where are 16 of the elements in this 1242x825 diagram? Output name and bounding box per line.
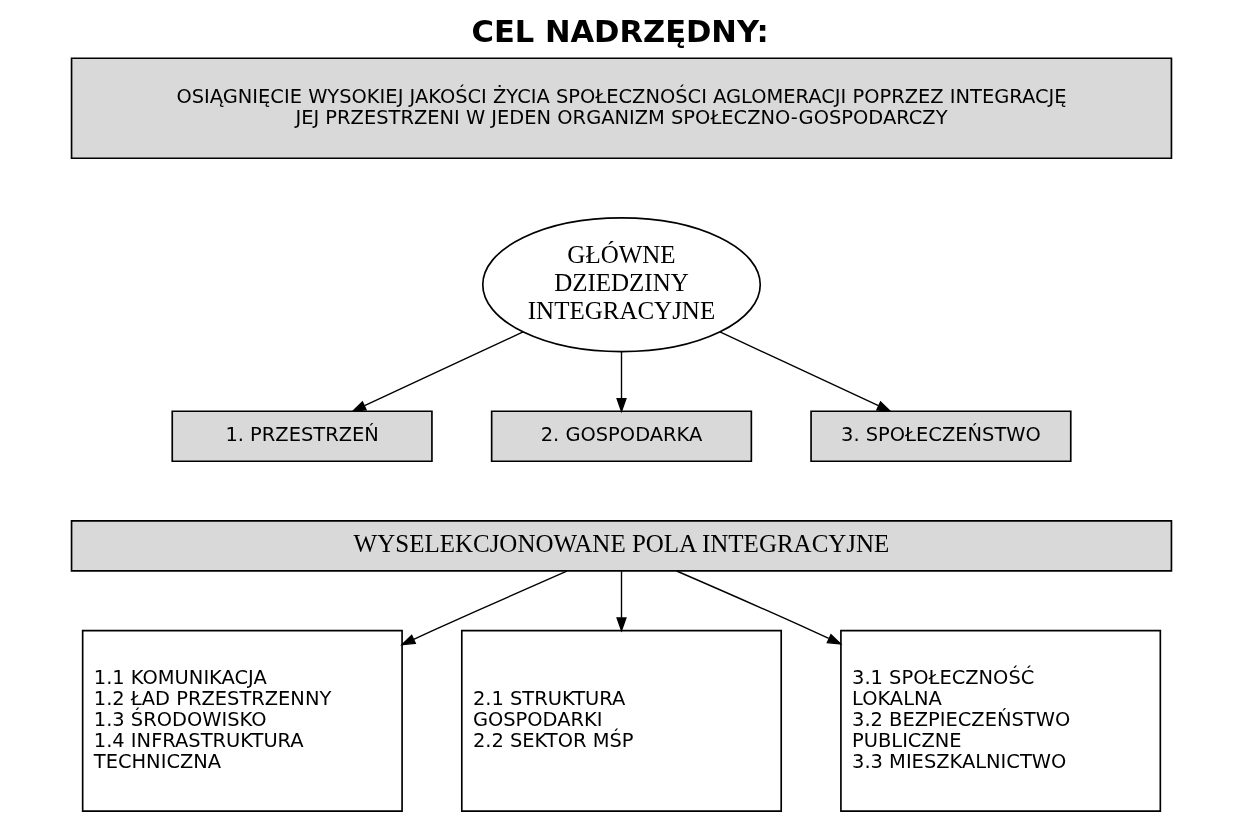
node-box: 3. SPOŁECZEŃSTWO (809, 410, 1072, 463)
node-box: 1.1 KOMUNIKACJA 1.2 ŁAD PRZESTRZENNY 1.3 ŚRODOWISKO 1.4 INFRASTRUKTURA TECHNICZNA (81, 629, 403, 813)
arrow (399, 570, 567, 646)
node-box: 3.1 SPOŁECZNOŚĆ LOKALNA 3.2 BEZPIECZEŃSTWO PUBLICZNE 3.3 MIESZKALNICTWO (839, 629, 1161, 813)
arrow (675, 570, 842, 645)
arrow (350, 331, 524, 413)
diagram-title: CEL NADRZĘDNY: (471, 14, 769, 50)
arrow (615, 570, 627, 633)
node-box: WYSELEKCJONOWANE POLA INTEGRACYJNE (70, 520, 1172, 572)
arrow (615, 351, 627, 414)
node-box: 2.1 STRUKTURA GOSPODARKI 2.2 SEKTOR MŚP (460, 629, 782, 813)
node-box: OSIĄGNIĘCIE WYSOKIEJ JAKOŚCI ŻYCIA SPOŁECZNOŚCI AGLOMERACJI POPRZEZ INTEGRACJĘ JEJ PRZESTRZENI W JEDEN ORGANIZM SPOŁECZNO-GOSPODARCZY (70, 57, 1172, 160)
arrow (718, 331, 892, 413)
node-ellipse: GŁÓWNE DZIEDZINY INTEGRACYJNE (481, 217, 761, 353)
node-box: 1. PRZESTRZEŃ (170, 410, 433, 463)
node-box: 2. GOSPODARKA (490, 410, 752, 463)
